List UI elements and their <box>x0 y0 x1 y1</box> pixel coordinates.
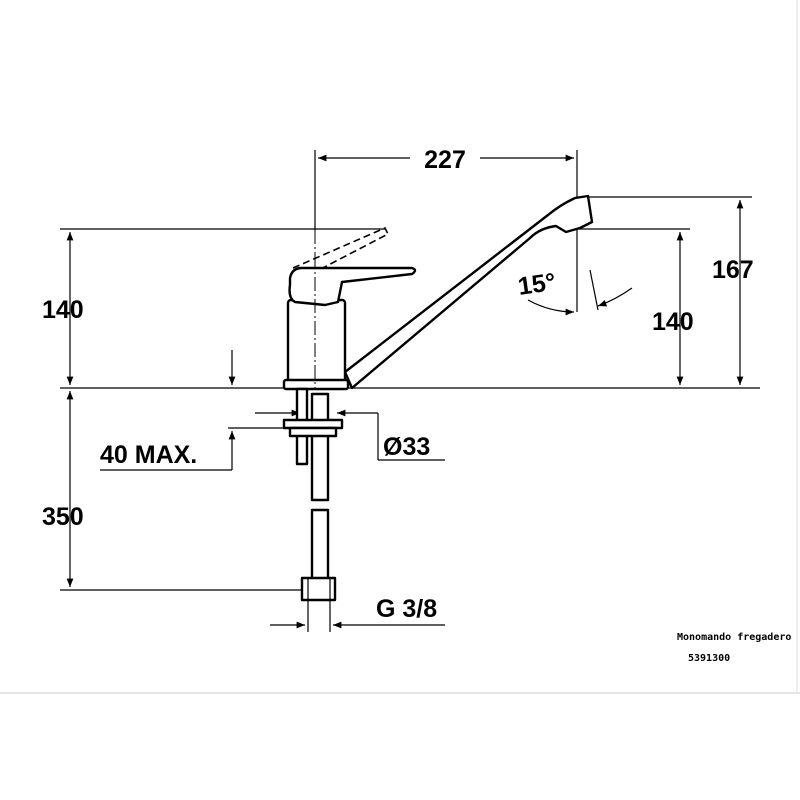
dimension-lines <box>66 154 744 632</box>
faucet-outline <box>282 194 594 602</box>
dim-spout-height: 140 <box>652 308 694 336</box>
dim-connection: G 3/8 <box>376 595 437 623</box>
dim-spout-reach: 227 <box>424 146 466 174</box>
dim-total-height: 167 <box>712 256 754 284</box>
extension-lines <box>60 150 760 591</box>
sheet-frame <box>0 0 800 694</box>
dim-max-countertop: 40 MAX. <box>100 441 197 469</box>
dim-hose-length: 350 <box>42 503 84 531</box>
dim-swivel-angle: 15° <box>516 268 557 301</box>
dim-hole-diameter: Ø33 <box>383 433 430 461</box>
dim-handle-height: 140 <box>42 296 84 324</box>
caption-title: Monomando fregadero <box>677 632 791 643</box>
caption-code: 5391300 <box>688 653 730 664</box>
